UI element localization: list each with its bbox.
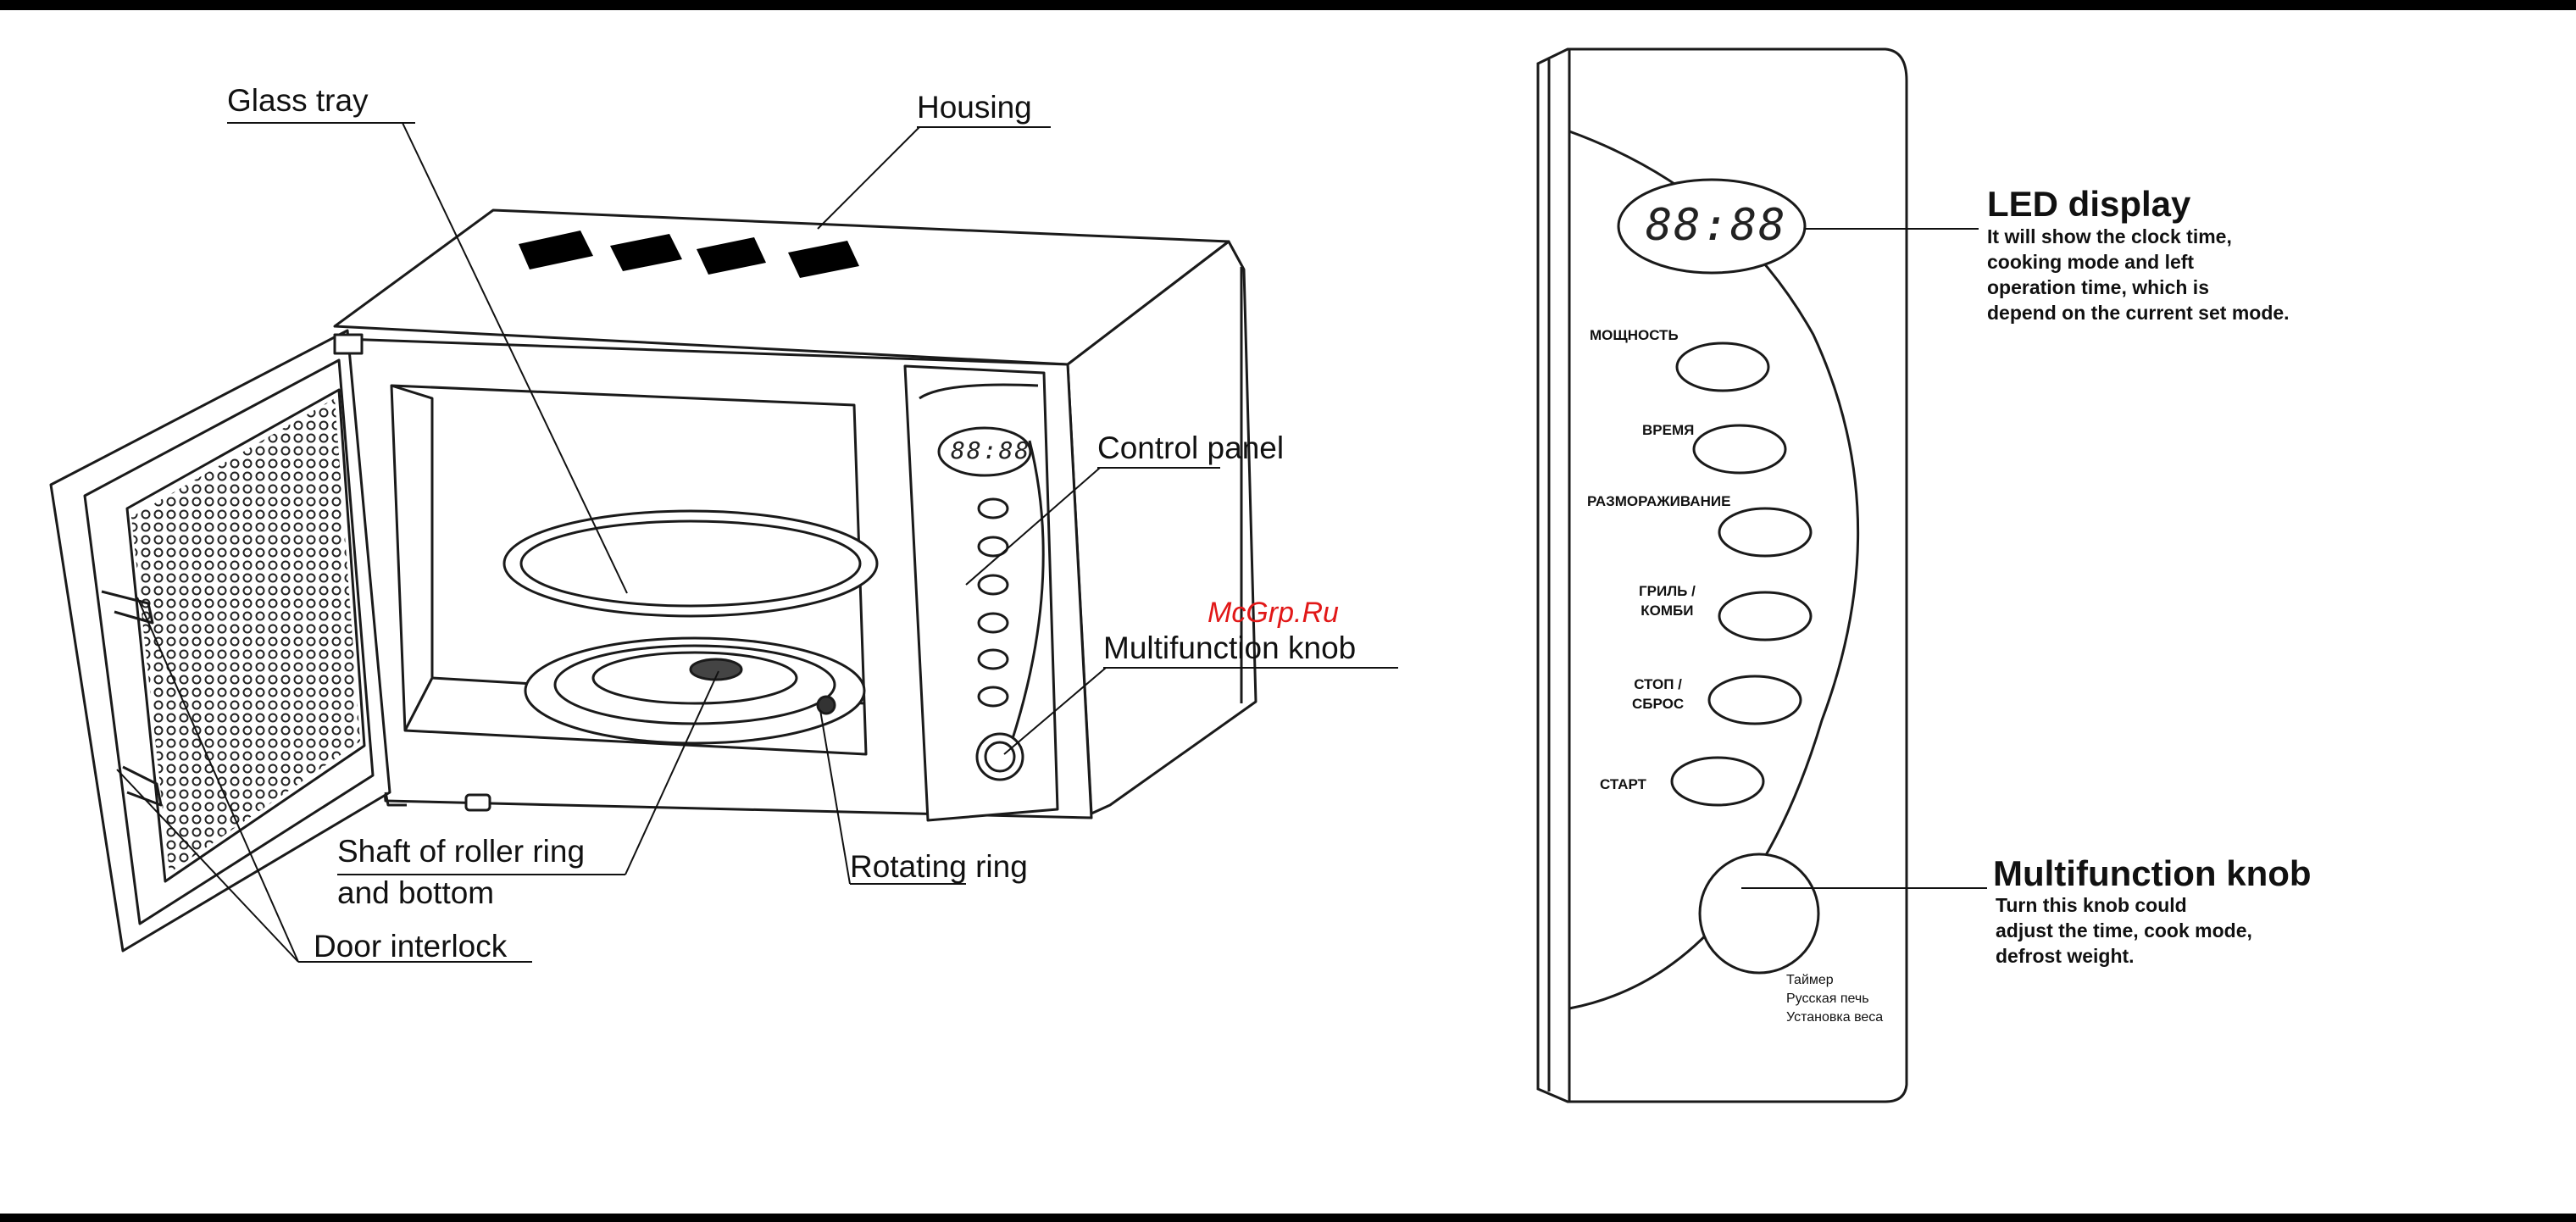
door-mesh-frame [125,388,366,883]
panel-knob [1698,853,1820,975]
watermark: McGrp.Ru [1208,597,1339,629]
housing-vents [519,231,859,278]
callout-led-title: LED display [1987,184,2191,224]
label-multifunction-knob: Multifunction knob [1103,630,1357,665]
led-display [1617,178,1807,275]
label-shaft-line2: and bottom [337,875,495,910]
callout-knob-desc: Turn this knob could adjust the time, co… [1996,894,2252,967]
panel-button-label-stop-reset: СТОП / СБРОС [1632,676,1685,712]
label-shaft-line1: Shaft of roller ring [337,834,586,869]
panel-button-label-grill-combi: ГРИЛЬ / КОМБИ [1639,583,1696,619]
panel-button-label-defrost: РАЗМОРАЖИВАНИЕ [1587,493,1731,509]
oven-display [937,426,1032,477]
housing-top [333,208,1230,366]
panel-drawing [1536,47,1908,1103]
label-control-panel: Control panel [1097,430,1285,465]
label-housing: Housing [917,90,1032,125]
panel-leaders [1741,228,1987,889]
panel-buttons [1670,342,1813,807]
glass-tray [502,509,879,618]
bottom-bar [0,1214,2576,1222]
oven-knob [975,732,1024,781]
panel-knob-modes: Таймер Русская печь Установка веса [1786,973,1884,1025]
rotating-ring [524,636,866,745]
control-panel-outline [903,364,1059,822]
callout-led-desc: It will show the clock time, cooking mod… [1987,225,2290,324]
leader-lines [116,122,1398,963]
label-door-interlock: Door interlock [314,929,508,964]
panel-button-label-power: МОЩНОСТЬ [1590,327,1679,343]
callout-knob-title: Multifunction knob [1993,853,2312,893]
top-bar [0,0,2576,10]
oven-buttons [977,497,1009,708]
door-mesh [131,398,360,873]
label-rotating-ring: Rotating ring [850,849,1028,884]
roller-shaft [689,658,743,681]
panel-button-label-time: ВРЕМЯ [1642,422,1695,438]
label-glass-tray: Glass tray [227,83,369,118]
microwave-drawing [49,208,1257,953]
led-display-digits: 88:88 [1646,200,1787,251]
panel-button-label-start: СТАРТ [1600,776,1646,792]
interlock-upper [101,590,154,625]
panel-outline [1536,47,1908,1103]
oven-display-digits: 88:88 [951,436,1031,464]
